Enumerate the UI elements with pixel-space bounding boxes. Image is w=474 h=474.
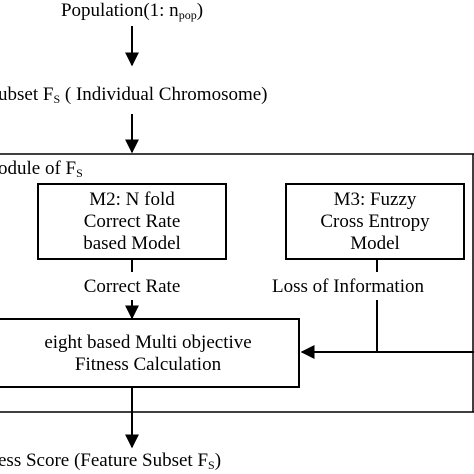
population-label: Population(1: npop) bbox=[0, 0, 264, 22]
population-sub: pop bbox=[178, 8, 197, 22]
m2-line-2: Correct Rate bbox=[83, 211, 181, 232]
module-text: odule of F bbox=[0, 158, 77, 179]
m2-line-3: based Model bbox=[83, 233, 181, 254]
score-sub: S bbox=[208, 458, 215, 472]
subset-sub: S bbox=[53, 92, 61, 106]
fitness-line-1: eight based Multi objective bbox=[44, 332, 252, 353]
m3-line-2: Cross Entropy bbox=[320, 211, 430, 232]
fitness-line-2: Fitness Calculation bbox=[74, 354, 222, 375]
m3-line-3: Model bbox=[350, 233, 400, 254]
m2-box: M2: N fold Correct Rate based Model bbox=[37, 183, 227, 260]
population-text: Population(1: n bbox=[60, 0, 179, 21]
module-sub: S bbox=[76, 166, 83, 180]
score-text: ess Score (Feature Subset F bbox=[0, 450, 209, 471]
subset-text: ubset F bbox=[0, 84, 54, 105]
m3-box: M3: Fuzzy Cross Entropy Model bbox=[285, 183, 465, 260]
correct-rate-label: Correct Rate bbox=[62, 276, 202, 298]
score-label: ess Score (Feature Subset FS) bbox=[0, 450, 221, 472]
module-label: odule of FS bbox=[0, 158, 83, 180]
score-close: ) bbox=[214, 450, 222, 471]
m3-line-1: M3: Fuzzy bbox=[333, 189, 417, 210]
fitness-box: eight based Multi objective Fitness Calc… bbox=[0, 318, 300, 388]
subset-label: ubset FS ( Individual Chromosome) bbox=[0, 84, 268, 106]
loss-label: Loss of Information bbox=[272, 276, 424, 298]
subset-rest: ( Individual Chromosome) bbox=[60, 84, 268, 105]
population-close: ) bbox=[196, 0, 204, 21]
m2-line-1: M2: N fold bbox=[89, 189, 175, 210]
